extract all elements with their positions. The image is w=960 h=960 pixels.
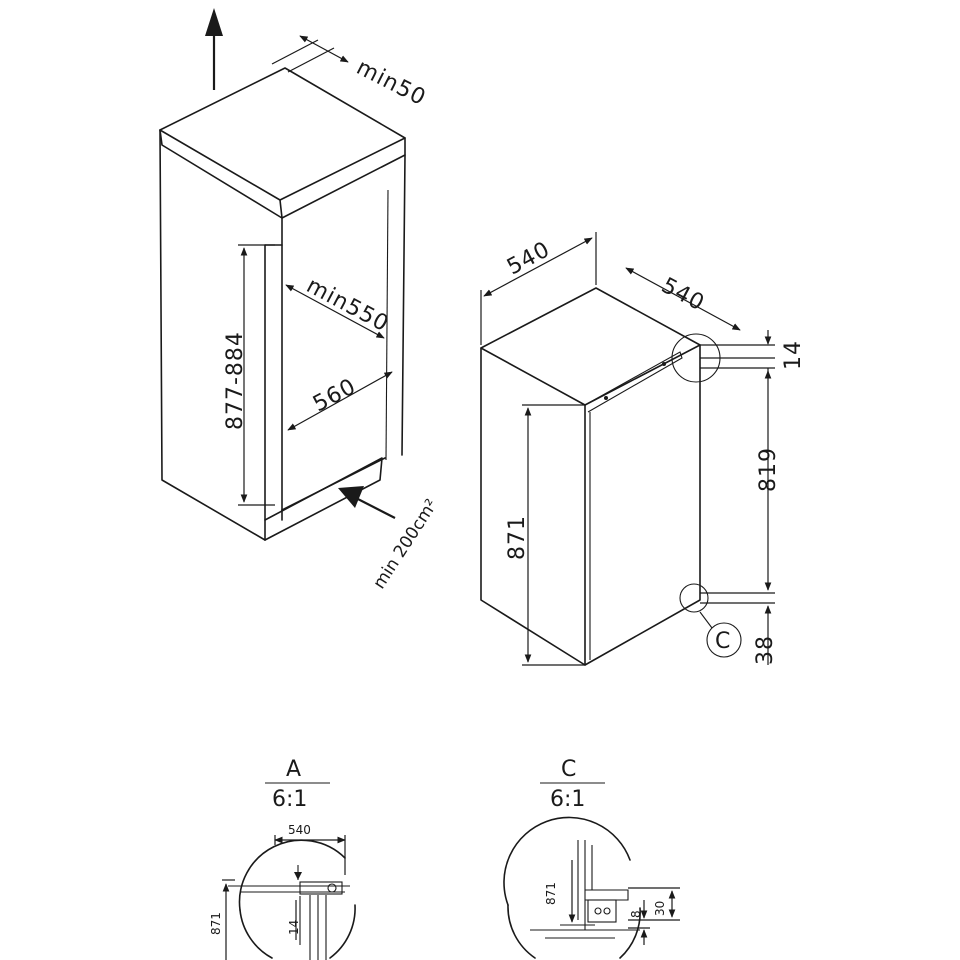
detail-a: A 6:1 540 871 14 bbox=[209, 757, 356, 960]
detail-c-offset-small: 8 bbox=[629, 910, 643, 918]
airflow-up-arrow bbox=[205, 8, 223, 90]
label-hinge-span: 819 bbox=[756, 447, 781, 492]
label-appliance-height: 871 bbox=[505, 515, 530, 560]
niche-cabinet bbox=[159, 67, 406, 541]
label-detail-c: C bbox=[715, 629, 731, 654]
detail-c-marker bbox=[706, 622, 742, 658]
dimension-appliance-width: 540 bbox=[480, 232, 597, 345]
dimension-560: 560 bbox=[287, 371, 393, 431]
detail-a-title: A bbox=[286, 757, 301, 782]
label-min50: min50 bbox=[352, 55, 430, 111]
detail-c-height: 871 bbox=[544, 882, 558, 905]
label-top-offset: 14 bbox=[781, 340, 806, 370]
detail-a-height: 871 bbox=[209, 912, 223, 935]
dimension-right-stack: 14 819 38 bbox=[700, 330, 806, 665]
detail-a-scale: 6:1 bbox=[272, 787, 307, 812]
ventilation-arrow: min 200cm² bbox=[338, 486, 442, 593]
detail-a-gap: 14 bbox=[287, 920, 301, 935]
label-appliance-depth: 540 bbox=[657, 273, 708, 316]
label-560: 560 bbox=[309, 374, 360, 417]
dimension-877-884: 877-884 bbox=[223, 244, 275, 506]
dimension-appliance-height: 871 bbox=[505, 404, 585, 666]
dimension-min550: min550 bbox=[285, 273, 393, 339]
detail-c: C 6:1 871 8 30 bbox=[503, 757, 680, 959]
dimension-appliance-depth: 540 bbox=[625, 267, 741, 331]
detail-c-offset-large: 30 bbox=[653, 901, 667, 916]
label-bottom-offset: 38 bbox=[753, 635, 778, 665]
appliance-body bbox=[480, 287, 701, 666]
detail-c-title: C bbox=[561, 757, 576, 782]
detail-c-circle bbox=[679, 583, 709, 613]
label-min550: min550 bbox=[302, 273, 393, 337]
detail-a-width: 540 bbox=[288, 823, 311, 837]
label-877-884: 877-884 bbox=[223, 331, 248, 430]
detail-c-scale: 6:1 bbox=[550, 787, 585, 812]
label-appliance-width: 540 bbox=[503, 237, 554, 280]
